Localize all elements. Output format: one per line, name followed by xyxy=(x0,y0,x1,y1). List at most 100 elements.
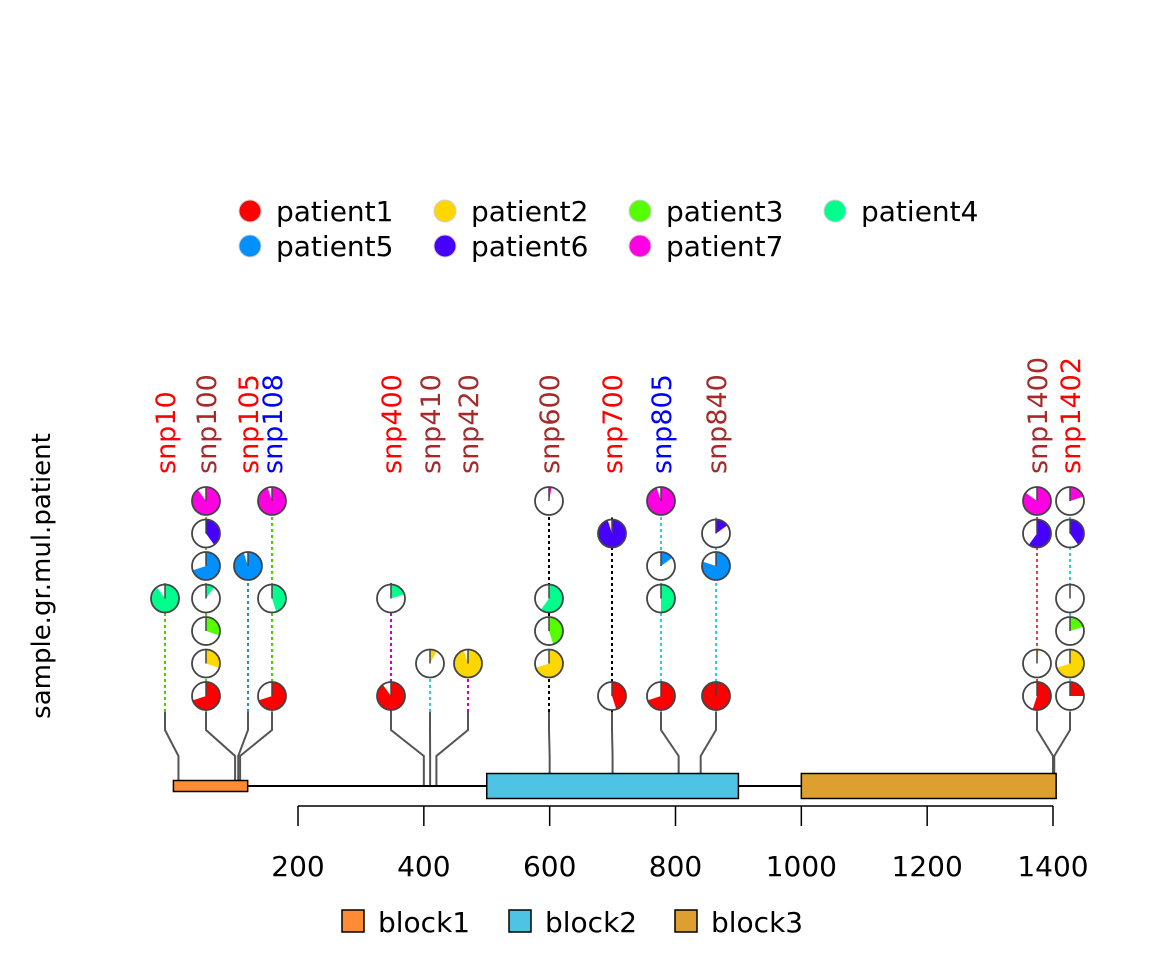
legend-swatch-patient3 xyxy=(628,199,652,223)
snp-label-snp105: snp105 xyxy=(234,374,265,474)
pie-snp840-patient1 xyxy=(701,681,731,711)
stem-leader-snp400 xyxy=(390,712,425,786)
stem-snp840 xyxy=(699,517,717,786)
pie-outline xyxy=(646,583,676,614)
pie-snp108-patient1 xyxy=(257,681,287,711)
x-tick-label-1000: 1000 xyxy=(766,850,837,883)
stem-snp805 xyxy=(660,485,680,786)
stem-snp700 xyxy=(611,517,614,786)
legend-swatch-patient7 xyxy=(628,234,652,258)
pie-outline xyxy=(257,681,287,711)
pie-snp600-patient7 xyxy=(534,486,564,516)
pie-snp1400-patient6 xyxy=(1022,518,1052,549)
stem-snp10 xyxy=(164,582,180,786)
pie-outline xyxy=(1022,681,1052,711)
pie-snp108-patient7 xyxy=(257,486,287,516)
pie-outline xyxy=(191,681,221,711)
pie-snp840-patient6 xyxy=(701,518,731,549)
legend-swatch-patient6 xyxy=(433,234,457,258)
pie-slice xyxy=(1070,519,1084,545)
pie-slice xyxy=(540,584,563,613)
pie-outline xyxy=(597,518,627,549)
pie-outline xyxy=(191,648,221,679)
pie-slice xyxy=(661,584,675,613)
pie-slice xyxy=(191,487,220,516)
pie-outline xyxy=(1055,486,1085,516)
block-block1 xyxy=(172,779,249,793)
pie-slice xyxy=(192,552,221,581)
pie-slice xyxy=(1070,617,1084,631)
pie-outline xyxy=(534,486,564,516)
legend-label-patient6: patient6 xyxy=(471,230,588,263)
pie-outline xyxy=(376,681,406,711)
pie-outline xyxy=(415,648,445,679)
pie-snp100-patient1 xyxy=(191,681,221,711)
pie-outline xyxy=(646,681,676,711)
stem-leader-snp105 xyxy=(237,712,249,786)
pie-snp100-patient5 xyxy=(191,551,221,581)
x-tick-label-400: 400 xyxy=(397,850,450,883)
pie-slice xyxy=(206,649,220,668)
stem-leader-snp700 xyxy=(611,712,614,786)
pie-outline xyxy=(534,583,564,614)
legend-swatch-block2 xyxy=(508,909,532,933)
pie-outline xyxy=(1055,648,1085,679)
pie-outline xyxy=(191,616,221,646)
legend-swatch-block3 xyxy=(674,909,698,933)
pie-outline xyxy=(233,551,263,581)
snp-label-snp1402: snp1402 xyxy=(1056,357,1087,474)
stem-leader-snp600 xyxy=(548,712,551,786)
pie-snp840-patient5 xyxy=(701,551,731,581)
x-tick-label-1200: 1200 xyxy=(892,850,963,883)
pie-snp1400-patient2 xyxy=(1022,648,1052,679)
stem-leader-snp1402 xyxy=(1053,712,1071,786)
pie-slice xyxy=(430,649,437,664)
pie-outline xyxy=(701,681,731,711)
legend-label-patient1: patient1 xyxy=(276,195,393,228)
pie-outline xyxy=(453,648,483,679)
snp-label-snp10: snp10 xyxy=(151,391,182,474)
legend-swatch-block1 xyxy=(341,909,365,933)
pie-outline xyxy=(646,486,676,516)
pie-outline xyxy=(646,551,676,581)
pie-slice xyxy=(206,584,215,599)
pie-outline xyxy=(1055,681,1085,711)
pie-outline xyxy=(597,681,627,711)
pie-slice xyxy=(1028,519,1052,548)
pie-snp600-patient4 xyxy=(534,583,564,614)
pie-outline xyxy=(191,486,221,516)
stem-leader-snp805 xyxy=(660,712,680,786)
legend-swatch-patient4 xyxy=(823,199,847,223)
pie-outline xyxy=(191,551,221,581)
pie-snp100-patient4 xyxy=(191,583,221,614)
legend-label-block3: block3 xyxy=(711,906,803,939)
block-block3 xyxy=(800,772,1057,800)
pie-outline xyxy=(191,518,221,549)
stem-leader-snp420 xyxy=(435,712,469,786)
pie-outline xyxy=(1022,648,1052,679)
snp-label-snp1400: snp1400 xyxy=(1023,357,1054,474)
pie-outline xyxy=(376,583,406,614)
legend-swatch-patient5 xyxy=(238,234,262,258)
pie-outline xyxy=(1022,486,1052,516)
pie-slice xyxy=(612,682,627,710)
block-block2 xyxy=(486,772,740,800)
pie-snp1400-patient1 xyxy=(1022,681,1052,711)
pie-snp410-patient2 xyxy=(415,648,445,679)
pie-outline xyxy=(257,583,287,614)
pie-snp600-patient2 xyxy=(534,648,564,679)
pie-snp1402-patient7 xyxy=(1055,486,1085,516)
pie-snp108-patient4 xyxy=(257,583,287,614)
pie-snp1402-patient1 xyxy=(1055,681,1085,711)
snp-label-snp400: snp400 xyxy=(377,374,408,474)
pie-outline xyxy=(534,648,564,679)
pie-snp105-patient5 xyxy=(233,551,263,581)
pie-slice xyxy=(1070,682,1084,696)
pie-slice xyxy=(272,584,287,612)
pies-layer xyxy=(150,486,1085,711)
x-tick-label-800: 800 xyxy=(649,850,702,883)
